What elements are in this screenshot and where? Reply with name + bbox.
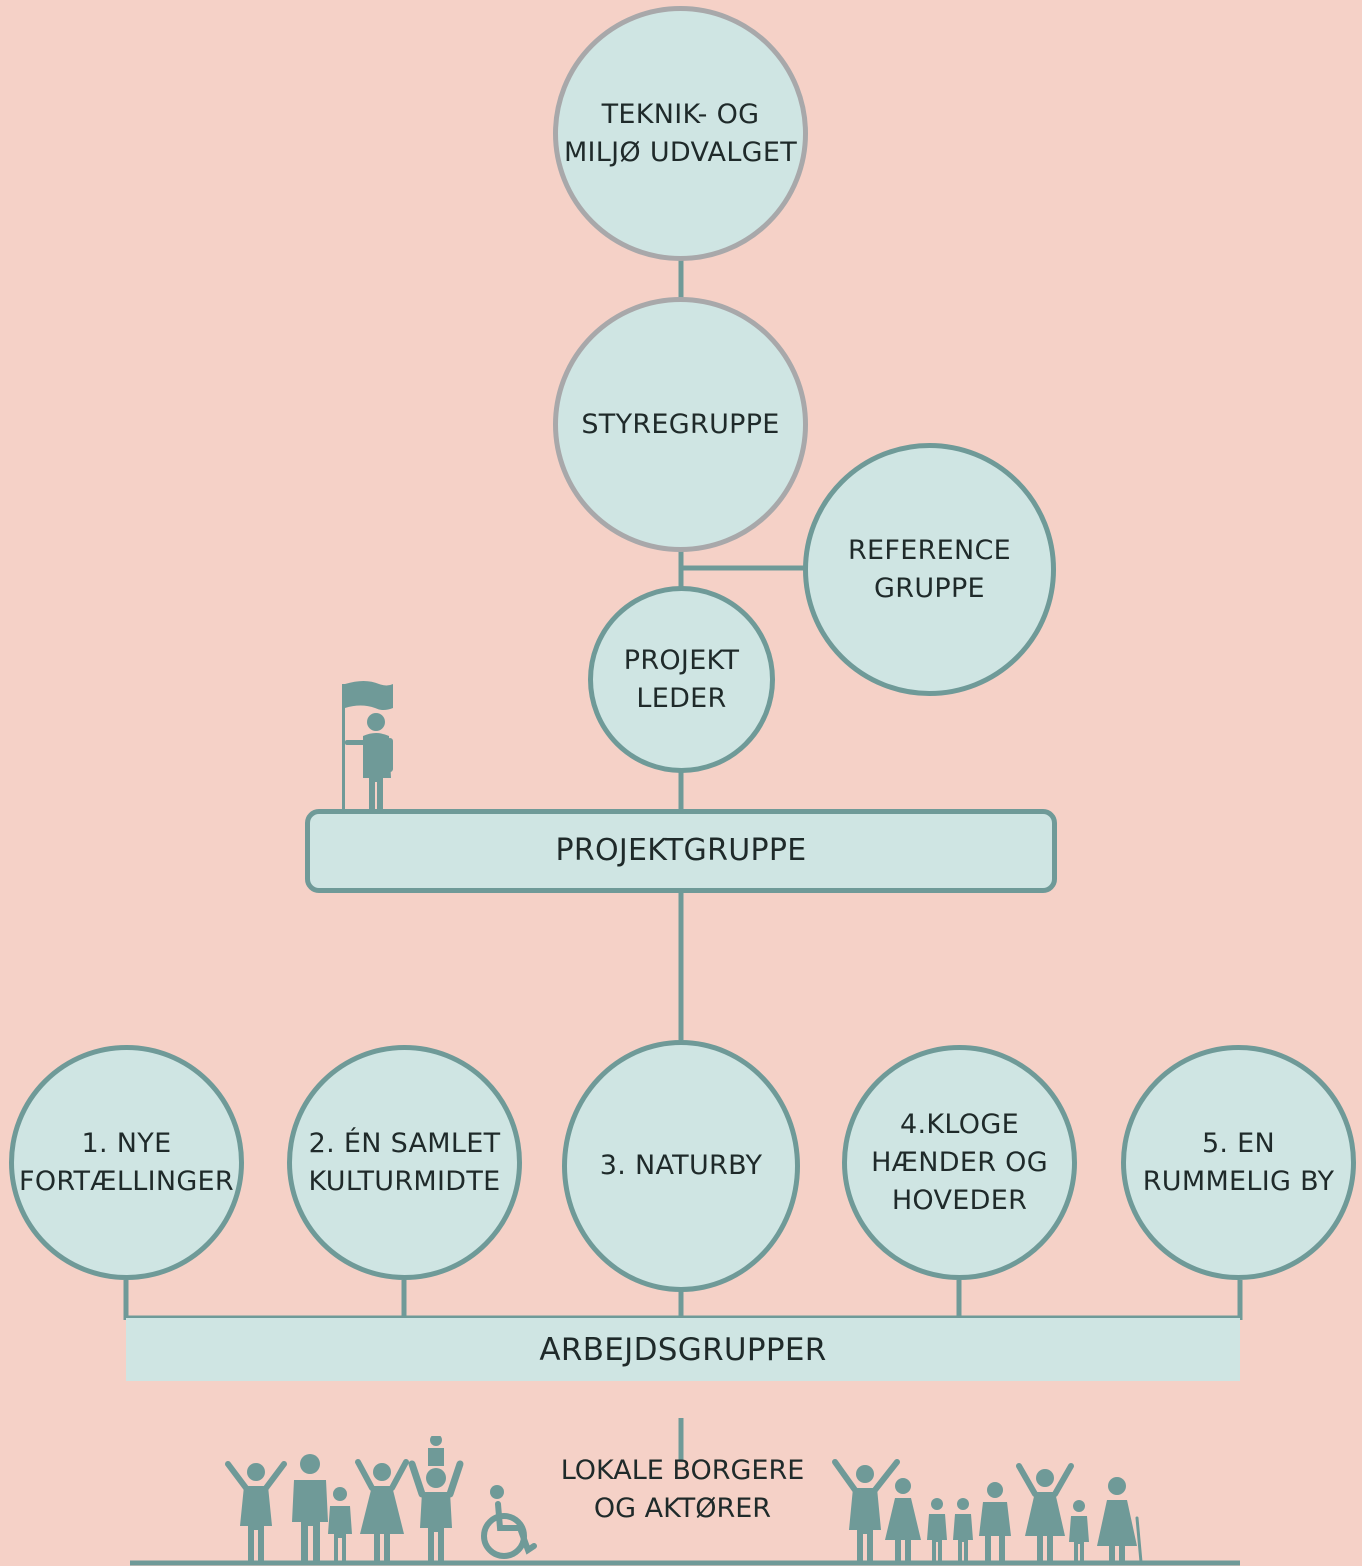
citizens-label: LOKALE BORGERE OG AKTØRER (560, 1455, 805, 1524)
top-committee-node: TEKNIK- OG MILJØ UDVALGET (553, 6, 808, 261)
working-group-4-node: 4.KLOGE HÆNDER OG HOVEDER (842, 1045, 1077, 1280)
wheelchair-icon (481, 1485, 537, 1559)
working-group-4-label: 4.KLOGE HÆNDER OG HOVEDER (871, 1108, 1048, 1216)
project-group-box: PROJEKTGRUPPE (305, 809, 1057, 893)
working-group-2-label: 2. ÉN SAMLET KULTURMIDTE (308, 1127, 501, 1197)
steering-group-label: STYREGRUPPE (581, 408, 780, 440)
working-group-1-node: 1. NYE FORTÆLLINGER (9, 1045, 244, 1280)
people-group-icon (832, 1459, 1143, 1562)
people-group-icon (225, 1436, 464, 1562)
working-groups-bar: ARBEJDSGRUPPER (126, 1318, 1240, 1381)
working-group-5-node: 5. EN RUMMELIG BY (1121, 1045, 1356, 1280)
top-committee-label: TEKNIK- OG MILJØ UDVALGET (563, 98, 798, 168)
project-group-label: PROJEKTGRUPPE (555, 833, 807, 868)
working-group-3-node: 3. NATURBY (562, 1040, 800, 1292)
working-groups-bar-label: ARBEJDSGRUPPER (539, 1331, 827, 1368)
project-leader-label: PROJEKT LEDER (623, 644, 740, 714)
reference-group-node: REFERENCE GRUPPE (803, 443, 1056, 696)
working-group-1-label: 1. NYE FORTÆLLINGER (19, 1127, 234, 1197)
steering-group-node: STYREGRUPPE (553, 297, 808, 552)
working-group-5-label: 5. EN RUMMELIG BY (1142, 1127, 1335, 1197)
working-group-2-node: 2. ÉN SAMLET KULTURMIDTE (287, 1045, 522, 1280)
flag-person-icon (342, 681, 393, 810)
reference-group-label: REFERENCE GRUPPE (847, 534, 1012, 604)
project-leader-node: PROJEKT LEDER (588, 586, 775, 773)
working-group-3-label: 3. NATURBY (599, 1150, 763, 1181)
